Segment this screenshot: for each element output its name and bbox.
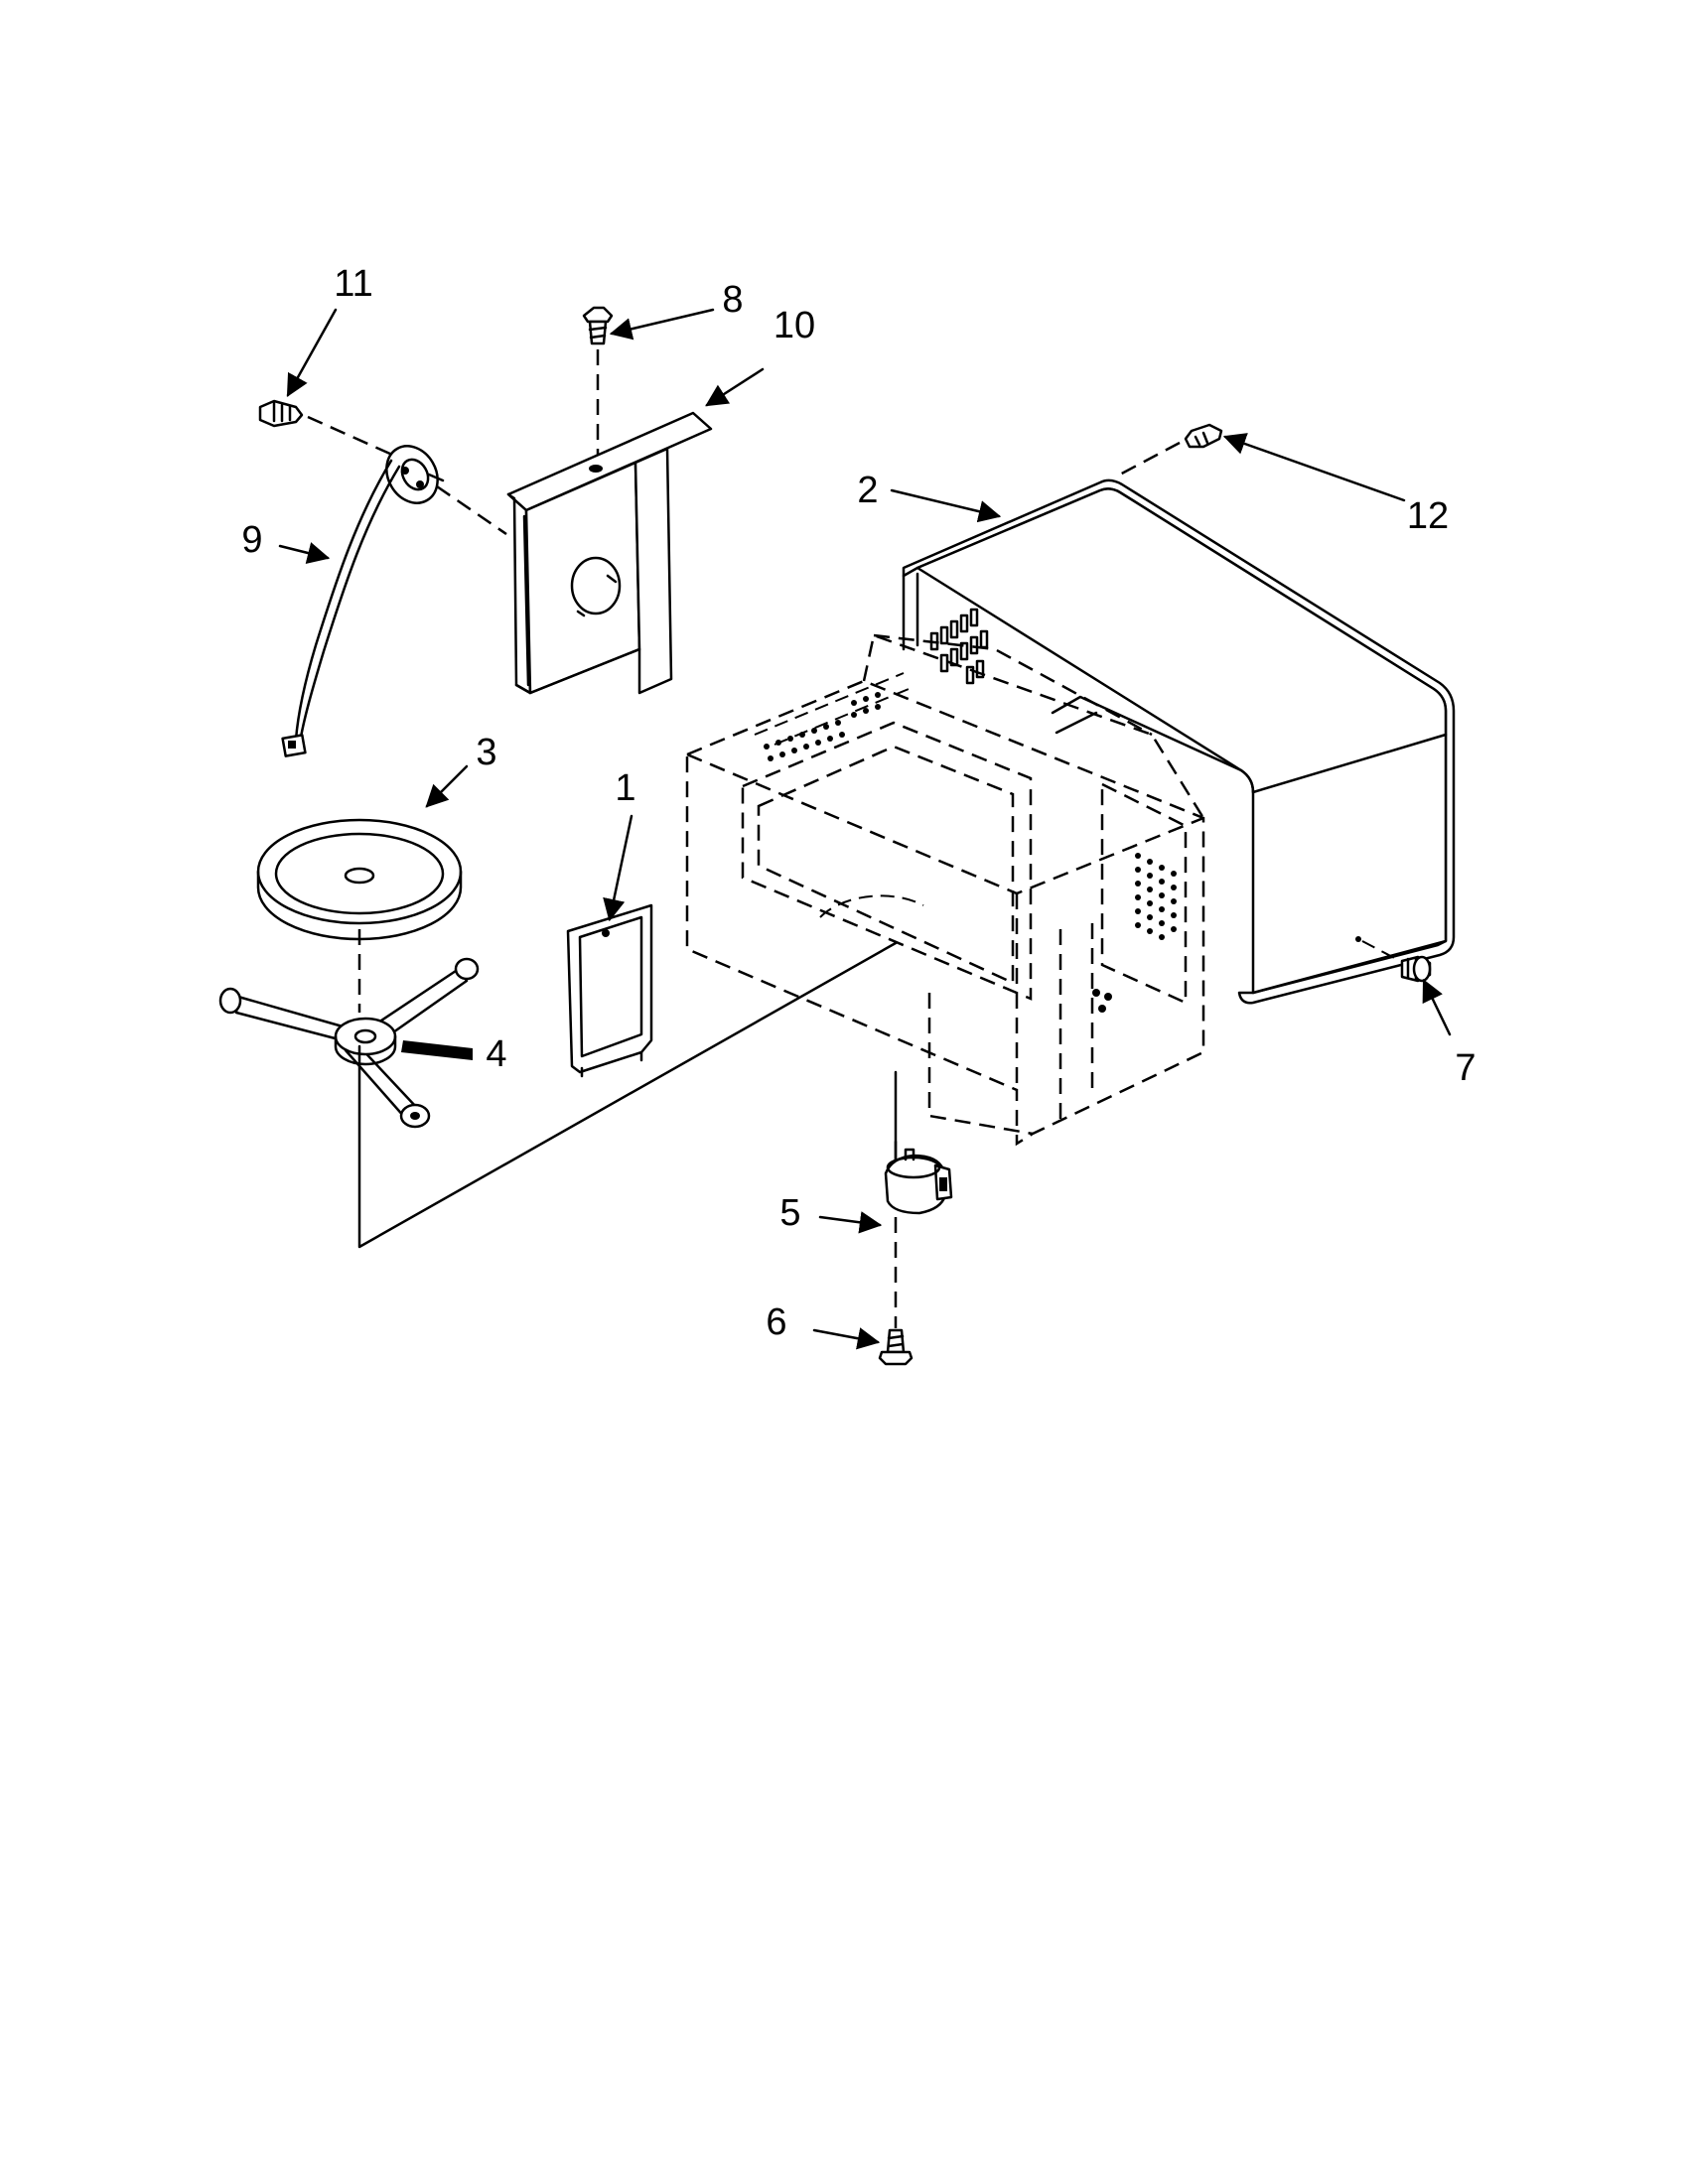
screw-11-guide (307, 415, 393, 457)
callout-11: 11 (334, 263, 372, 305)
callout-arrows (278, 308, 1452, 1350)
screw-7-guide (1361, 940, 1401, 962)
sensor-9 (281, 445, 445, 757)
callout-8: 8 (722, 279, 743, 321)
callout-5: 5 (779, 1192, 800, 1234)
callout-10: 10 (774, 305, 815, 346)
screw-11 (258, 399, 304, 428)
screw-8 (582, 306, 614, 345)
screw-7 (1400, 955, 1432, 983)
callout-2: 2 (857, 470, 878, 511)
callout-12: 12 (1407, 495, 1449, 537)
callout-4-pointer (401, 1040, 473, 1060)
callout-6: 6 (766, 1301, 786, 1343)
bracket-10 (506, 411, 713, 695)
roller-support-4 (218, 957, 480, 1129)
callout-7: 7 (1455, 1047, 1476, 1089)
outer-cabinet-2 (902, 478, 1456, 1005)
sensor-guide (436, 484, 507, 536)
oven-chassis-reference (685, 633, 1205, 1147)
screw-12-guide (1115, 441, 1181, 478)
turntable-drive-line (357, 941, 898, 1249)
screw-6 (878, 1328, 914, 1366)
callout-labels: 1 2 3 4 5 6 7 8 9 10 11 12 (241, 263, 1476, 1343)
screw-12 (1184, 423, 1223, 449)
callout-9: 9 (241, 519, 262, 561)
turntable-motor-5 (884, 1070, 953, 1215)
callout-1: 1 (615, 767, 635, 809)
callout-3: 3 (476, 732, 496, 773)
callout-4: 4 (486, 1033, 506, 1075)
waveguide-cover-1 (566, 903, 653, 1078)
turntable-tray-3 (256, 818, 463, 941)
